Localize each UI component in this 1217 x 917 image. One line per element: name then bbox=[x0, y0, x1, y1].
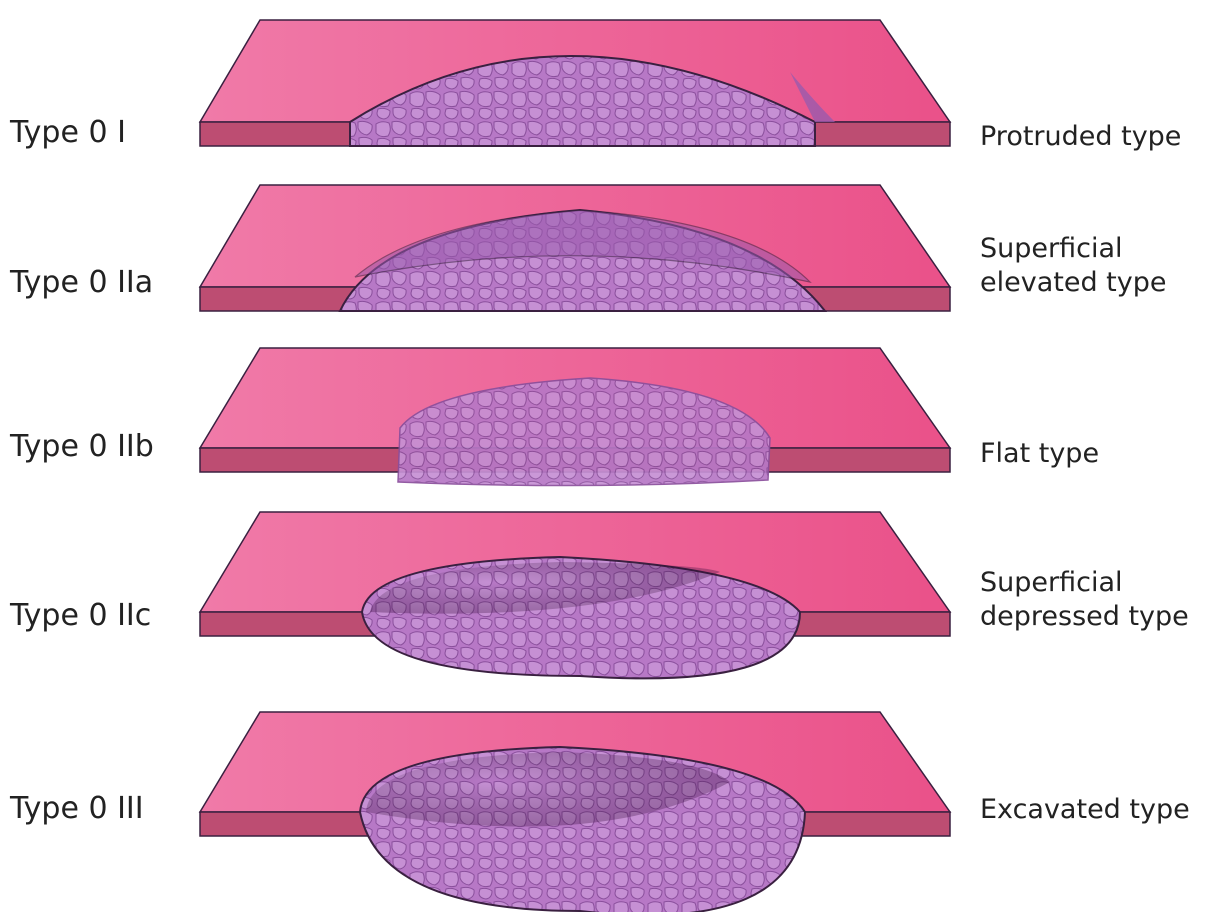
description-flat: Flat type bbox=[980, 437, 1099, 471]
description-line: Superficial bbox=[980, 232, 1166, 266]
type-label-depressed: Type 0 IIc bbox=[10, 597, 151, 635]
slab-depressed bbox=[200, 512, 950, 678]
description-line: depressed type bbox=[980, 600, 1189, 634]
type-label-elevated: Type 0 IIa bbox=[10, 264, 153, 302]
description-line: Excavated type bbox=[980, 793, 1190, 827]
slab-excavated bbox=[200, 712, 950, 912]
description-line: Superficial bbox=[980, 566, 1189, 600]
description-excavated: Excavated type bbox=[980, 793, 1190, 827]
type-label-protruded: Type 0 I bbox=[10, 114, 126, 152]
description-protruded: Protruded type bbox=[980, 120, 1181, 154]
slab-flat bbox=[200, 348, 950, 486]
type-label-flat: Type 0 IIb bbox=[10, 428, 154, 466]
description-line: elevated type bbox=[980, 266, 1166, 300]
type-label-excavated: Type 0 III bbox=[10, 790, 144, 828]
description-line: Flat type bbox=[980, 437, 1099, 471]
slab-protruded bbox=[200, 20, 950, 146]
description-line: Protruded type bbox=[980, 120, 1181, 154]
slab-elevated bbox=[200, 185, 950, 311]
